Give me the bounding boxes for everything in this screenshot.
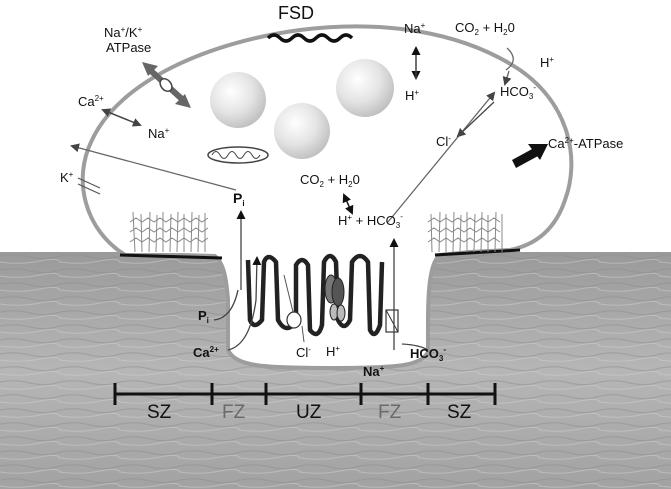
transport-arrows [70, 46, 514, 351]
ruffled-border [245, 253, 385, 337]
podosome-brush-right [427, 211, 503, 253]
label-fsd: FSD [278, 3, 314, 23]
label-na-k-atpase: Na+/K+ATPase [104, 25, 151, 55]
label-cl-low: Cl- [296, 345, 311, 360]
sealing-membrane-right [434, 248, 521, 257]
label-h-hco3-mid: H+ + HCO3- [338, 212, 403, 230]
fsd-membrane-patch [266, 33, 354, 43]
vesicle-2 [336, 59, 394, 117]
label-pi-cell: Pi [233, 190, 245, 208]
zone-label-fz-right: FZ [378, 402, 402, 423]
label-co2-mid: CO2 + H20 [300, 172, 360, 189]
label-hco3-right: HCO3- [500, 83, 536, 101]
label-h-low: H+ [326, 344, 340, 359]
zone-label-sz-right: SZ [447, 402, 472, 423]
ca-atpase-icon [512, 144, 548, 168]
proton-pump-icon [324, 274, 346, 322]
label-ca-atpase: Ca2+-ATPase [548, 136, 623, 151]
label-co2-top: CO2 + H20 [455, 20, 515, 37]
label-ca-low: Ca2+ [193, 345, 219, 360]
label-na-left: Na+ [148, 126, 170, 141]
label-na-top: Na+ [404, 21, 426, 36]
zone-label-uz: UZ [296, 402, 322, 423]
exchanger-icon [385, 309, 399, 333]
podosome-brush-left [129, 211, 209, 253]
label-na-low: Na+ [363, 364, 385, 379]
chloride-channel-icon [283, 274, 305, 343]
label-pi-low: Pi [198, 308, 209, 325]
zone-label-fz-left: FZ [222, 402, 246, 423]
mitochondrion [207, 146, 269, 164]
k-channel-icon [77, 177, 101, 195]
zone-label-sz-left: SZ [147, 402, 172, 423]
label-hco3-low: HCO3- [410, 345, 446, 363]
label-ca-left: Ca2+ [78, 94, 104, 109]
vesicle-3 [274, 103, 330, 159]
sealing-membrane-left [119, 253, 223, 260]
label-k-left: K+ [60, 170, 74, 185]
vesicle-1 [210, 72, 266, 128]
label-cl-cell: Cl- [436, 134, 451, 149]
zone-scale-bar [113, 383, 497, 405]
label-h-top: H+ [405, 88, 419, 103]
na-k-atpase-icon [142, 62, 191, 108]
label-h-right: H+ [540, 55, 554, 70]
